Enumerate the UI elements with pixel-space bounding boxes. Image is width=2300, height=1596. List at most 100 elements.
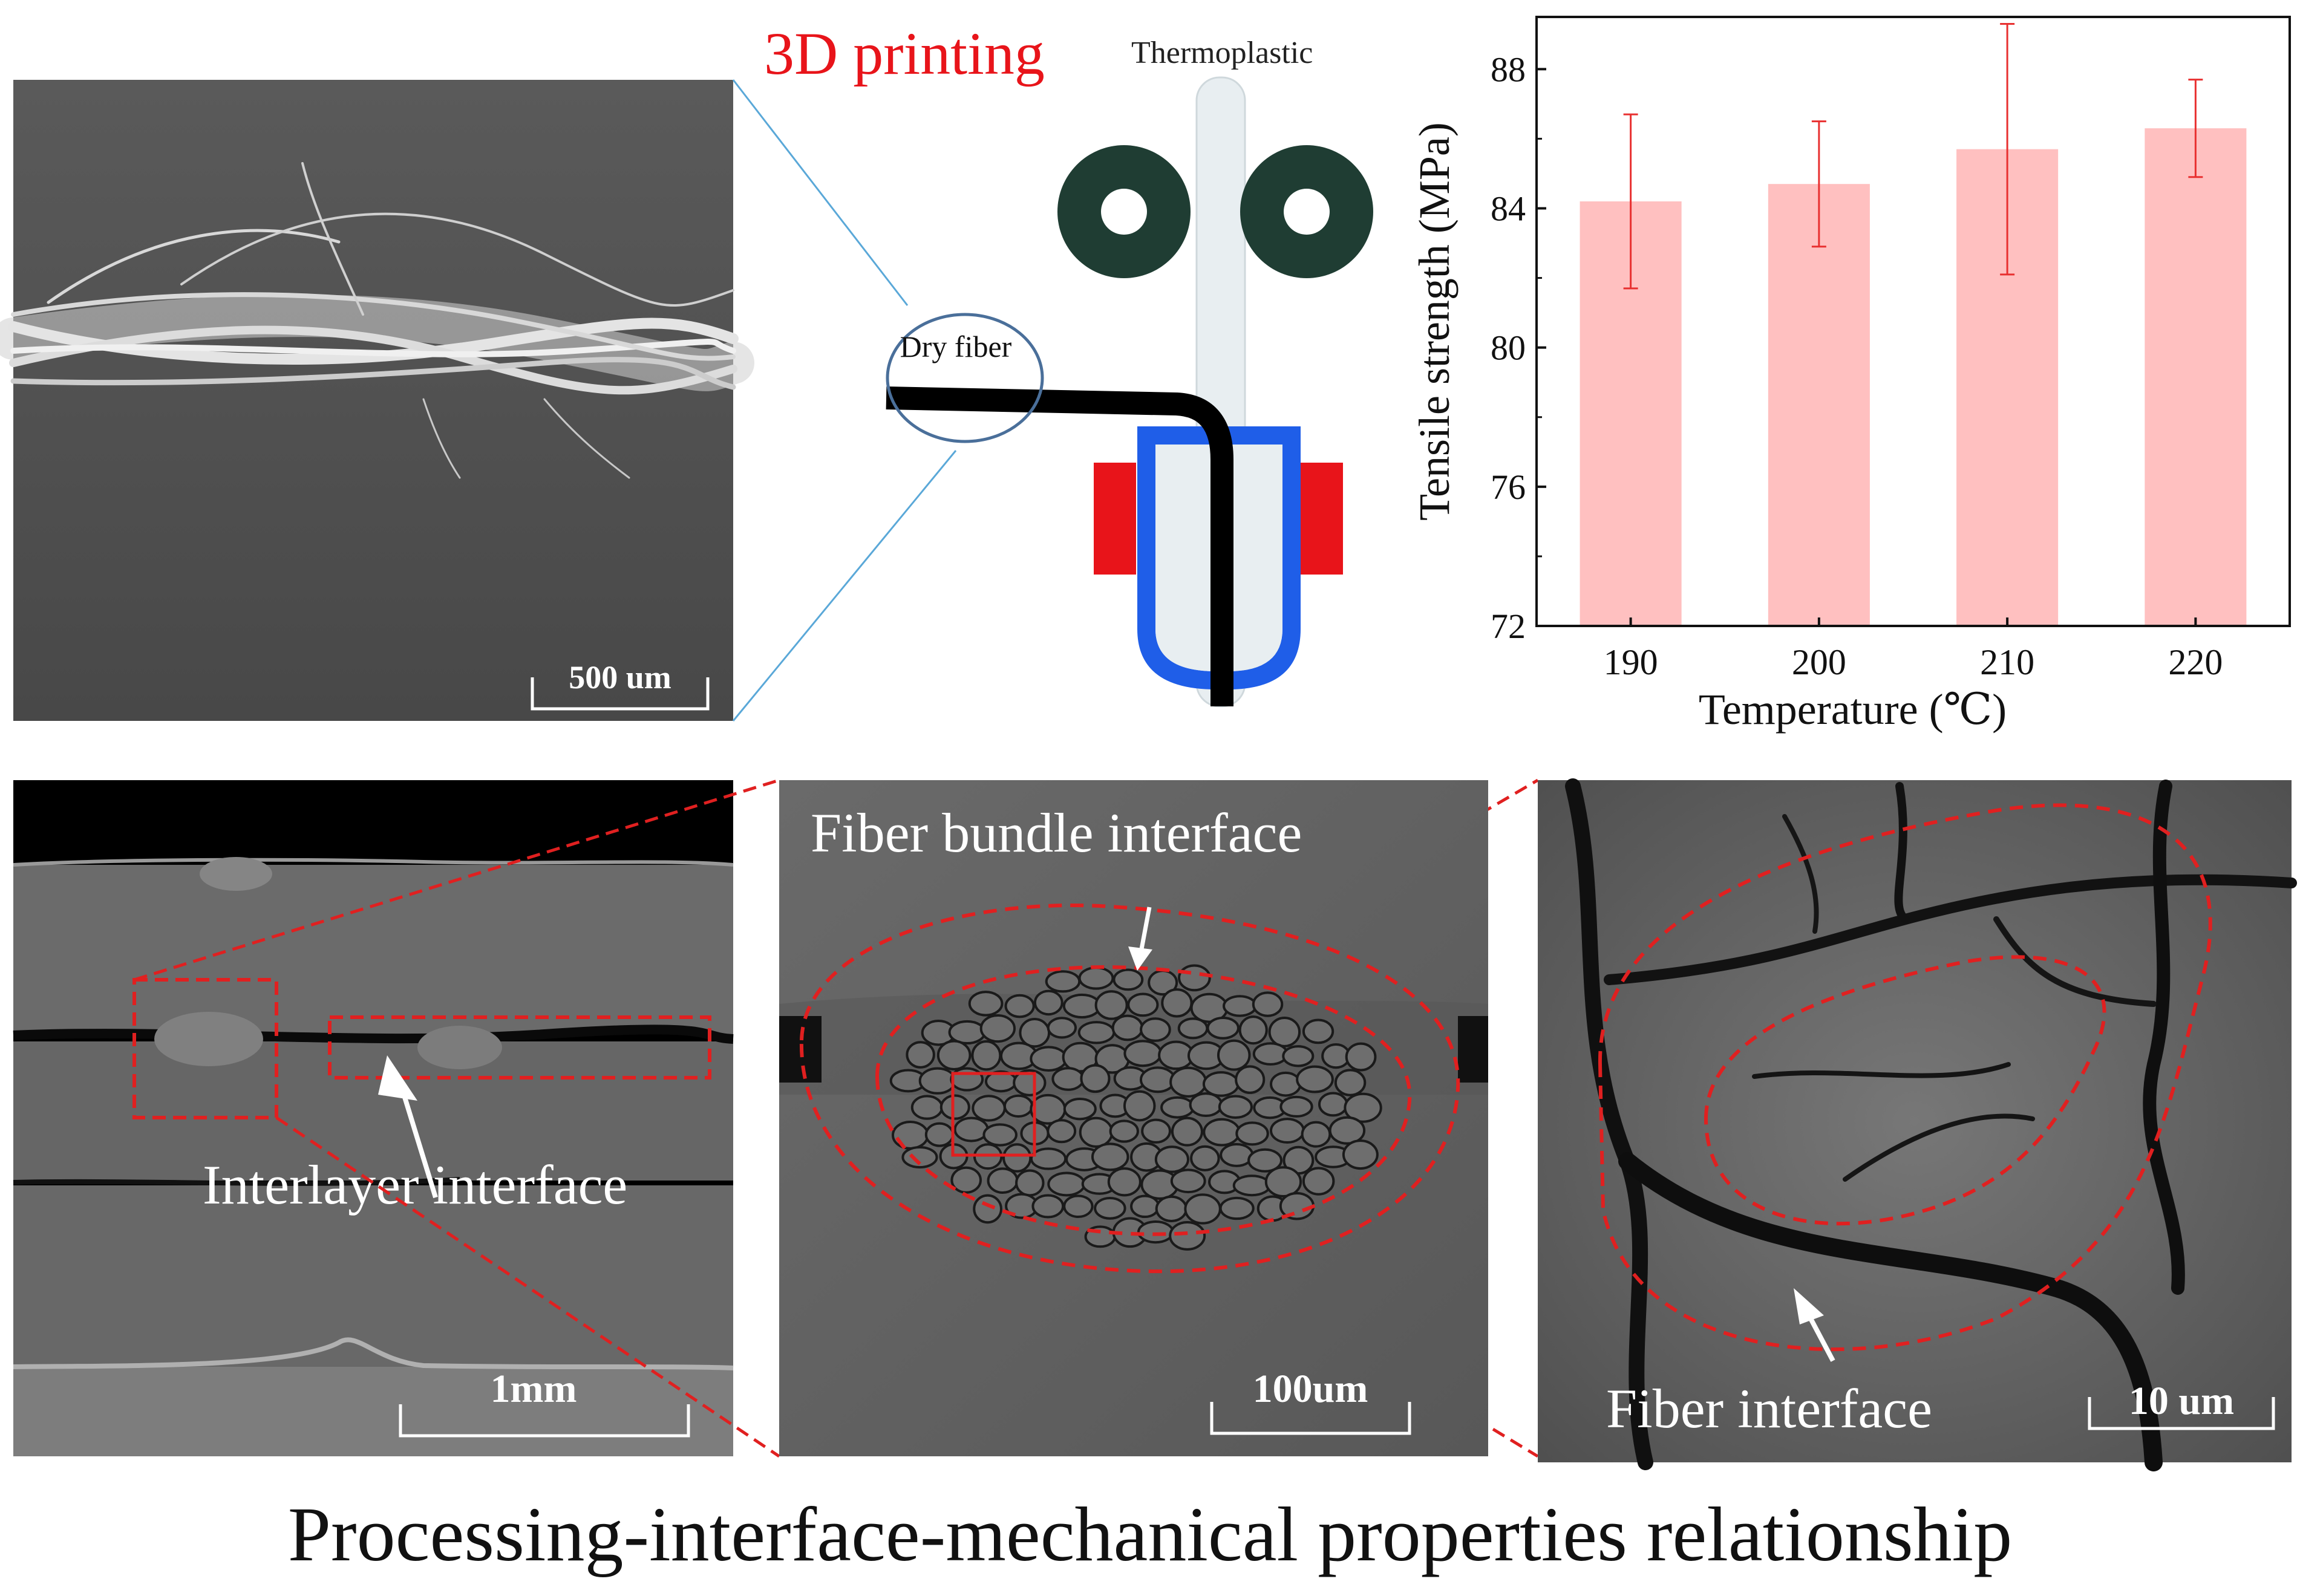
fiber-cross-section xyxy=(1080,1064,1111,1093)
fiber-cross-section xyxy=(1169,1066,1207,1098)
layer-top xyxy=(13,865,733,1034)
fiber-cross-section xyxy=(1130,1194,1160,1219)
fiber-cross-section xyxy=(906,1041,935,1069)
bundle-scale-label: 100um xyxy=(1253,1367,1368,1411)
bar-200 xyxy=(1768,184,1870,627)
bundle-panel: Fiber bundle interface 100um xyxy=(779,780,1488,1456)
x-tick-label-200: 200 xyxy=(1792,642,1846,682)
fiber-cross-section xyxy=(1302,1167,1335,1196)
fiber-cross-section xyxy=(1123,1090,1156,1122)
fiber-detail-scale-bar: 10 um xyxy=(2088,1379,2275,1430)
fiber-cross-section xyxy=(1219,1196,1255,1220)
fiber-cross-section xyxy=(987,1167,1019,1194)
fiber-cross-section xyxy=(910,1095,944,1120)
twisted-fiber-bundle xyxy=(0,162,754,479)
right-roller-hub xyxy=(1284,189,1330,235)
fiber-cross-section xyxy=(1344,1092,1382,1123)
fiber-cross-section xyxy=(1019,1018,1051,1048)
fiber-cross-section xyxy=(1063,1194,1094,1219)
fiber-cross-section xyxy=(1137,1220,1174,1244)
x-tick-label-190: 190 xyxy=(1604,642,1658,682)
fiber-cross-section xyxy=(1342,1139,1379,1170)
fiber-cross-section xyxy=(1161,988,1193,1018)
fiber-detail-scale-label: 10 um xyxy=(2129,1379,2234,1423)
fiber-cross-section xyxy=(1154,1145,1189,1173)
fiber-detail-outer-outline xyxy=(1598,803,2212,1352)
bundle-arrowhead xyxy=(1128,946,1152,971)
fiber-cross-section xyxy=(924,1122,955,1147)
fiber-cross-sections xyxy=(889,964,1382,1251)
fiber-cross-section xyxy=(1045,970,1081,993)
fiber-cross-section xyxy=(1190,1145,1220,1171)
chart-axes xyxy=(1535,16,2291,627)
fiber-cross-section xyxy=(1047,1171,1086,1197)
fiber-cross-section xyxy=(1030,1046,1068,1072)
fiber-cross-section xyxy=(1264,1166,1302,1198)
fiber-cross-section xyxy=(1094,990,1128,1020)
fiber-cross-section xyxy=(950,1166,982,1194)
bundle-label: Fiber bundle interface xyxy=(811,802,1302,864)
fiber-cross-section xyxy=(1279,1095,1313,1118)
figure-caption: Processing-interface-mechanical properti… xyxy=(288,1491,2012,1577)
interlayer-arrow xyxy=(397,1078,438,1199)
fiber-sem-panel: 500 um xyxy=(0,80,754,721)
fiber-cross-section xyxy=(1189,1092,1223,1118)
fiber-cross-section xyxy=(1051,1067,1085,1091)
zoom-box-2 xyxy=(328,1015,711,1080)
x-tick-label-210: 210 xyxy=(1980,642,2034,682)
fiber-cross-section xyxy=(1140,1017,1171,1042)
fiber-detail-cracks xyxy=(1565,778,2297,1471)
fiber-cross-section xyxy=(1328,1116,1366,1145)
y-tick-label-76: 76 xyxy=(1491,467,1526,507)
fiber-interface-label: Fiber interface xyxy=(1606,1378,1932,1439)
bundle-zoom-box xyxy=(951,1072,1036,1157)
fiber-cross-section xyxy=(1282,1045,1315,1067)
right-heater-block xyxy=(1301,463,1343,575)
fiber-cross-section xyxy=(1062,993,1102,1019)
printing-schematic: 3D printing Thermoplastic Dry fiber xyxy=(764,20,1373,708)
y-tick-label-80: 80 xyxy=(1491,328,1526,368)
fiber-cross-section xyxy=(1302,1018,1335,1044)
substrate xyxy=(13,1367,733,1456)
zoom-lines-top xyxy=(732,79,957,721)
fiber-cross-section xyxy=(1107,1167,1142,1197)
bundle-inner-outline xyxy=(875,965,1412,1236)
dry-fiber-callout xyxy=(886,313,1044,443)
fiber-cross-section xyxy=(1203,1118,1241,1147)
fiber-cross-section xyxy=(1345,1042,1377,1072)
fiber-cross-section xyxy=(1270,1118,1305,1144)
fiber-bundle-blob-2 xyxy=(417,1026,502,1069)
cross-section-scale-bar: 1mm xyxy=(399,1367,690,1438)
fiber-cross-section xyxy=(979,1014,1016,1043)
fiber-cross-section xyxy=(1112,968,1144,991)
fiber-cross-section xyxy=(1003,1094,1034,1118)
fiber-detail-panel: Fiber interface 10 um xyxy=(1538,778,2297,1471)
fiber-cross-section xyxy=(1077,1021,1116,1044)
fiber-cross-section xyxy=(1252,1042,1289,1066)
fiber-cross-section xyxy=(1334,1069,1367,1096)
bundle-scale-bar: 100um xyxy=(1210,1367,1411,1435)
fiber-cross-section xyxy=(1170,1168,1206,1194)
fiber-cross-section xyxy=(1004,994,1035,1018)
fiber-cross-section xyxy=(1127,992,1159,1017)
fiber-cross-section xyxy=(1252,991,1284,1017)
fiber-cross-section xyxy=(1270,1071,1302,1097)
substrate-boundary xyxy=(13,1337,734,1370)
fiber-cross-section xyxy=(1235,1065,1266,1094)
x-tick-label-220: 220 xyxy=(2168,642,2223,682)
dry-fiber-path xyxy=(886,386,1233,706)
fiber-cross-section xyxy=(1169,1221,1206,1251)
fiber-cross-section xyxy=(1047,1017,1077,1039)
fiber-scale-label: 500 um xyxy=(569,659,671,695)
y-tick-label-84: 84 xyxy=(1491,189,1526,228)
top-surface xyxy=(13,858,734,867)
fiber-cross-section xyxy=(982,1123,1018,1147)
left-roller-hub xyxy=(1101,189,1147,235)
fiber-cross-section xyxy=(953,1116,989,1142)
fiber-cross-section xyxy=(1235,1121,1269,1146)
fiber-detail-inner-outline xyxy=(1704,955,2106,1226)
fiber-cross-section xyxy=(1063,1097,1097,1121)
fiber-cross-section xyxy=(1238,1015,1268,1045)
